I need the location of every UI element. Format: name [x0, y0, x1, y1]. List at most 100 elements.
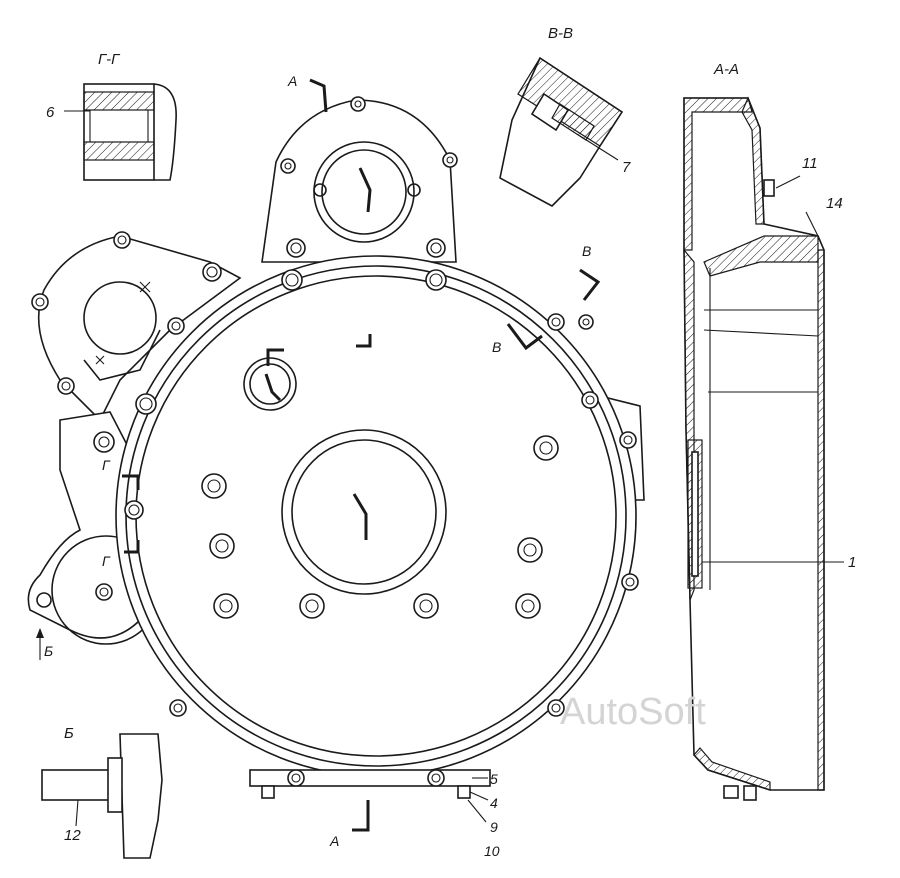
callout-4: 4: [490, 795, 498, 811]
callout-6: 6: [46, 104, 55, 121]
corner-mark: [356, 334, 372, 348]
view-b-title: Б: [64, 725, 74, 742]
callout-14: 14: [826, 195, 843, 212]
bolt-hole-inner: [215, 539, 229, 553]
bottom-bolt: [261, 785, 275, 799]
bolt-hole-inner: [419, 599, 433, 613]
bolt-hole: [95, 583, 113, 601]
bolt-hole: [621, 573, 639, 591]
view-b-wall: [119, 733, 163, 859]
corner-mark: [266, 348, 284, 366]
bolt-hole: [31, 293, 49, 311]
bolt-hole: [442, 152, 458, 168]
view-b-arrow-head: [36, 628, 44, 638]
bolt-hole: [286, 238, 306, 258]
view-b-collar: [107, 757, 123, 813]
leader-line-4: [469, 791, 489, 801]
section-a-wall-bottom: [693, 747, 771, 791]
callout-11: 11: [802, 155, 818, 172]
section-a-view: А-А 11 14 1: [683, 61, 856, 801]
top-lobe-bore-inner: [321, 149, 407, 235]
bolt-hole: [427, 769, 445, 787]
bolt-hole-inner: [429, 273, 443, 287]
bolt-hole-inner: [207, 479, 221, 493]
leader-line-7: [579, 135, 619, 161]
bolt-hole-inner: [291, 773, 301, 783]
main-flange-ring: [125, 265, 627, 767]
bolt-hole: [201, 473, 227, 499]
bolt-hole-inner: [539, 441, 553, 455]
section-a-bolt: [743, 785, 757, 801]
bolt-hole-inner: [625, 577, 635, 587]
section-a-cut-bottom: [352, 800, 370, 832]
housing-front-view: А А В В Г Г Б 5 4 9 10: [27, 73, 645, 859]
section-g-break-edge: [153, 83, 177, 181]
bolt-hole: [280, 158, 296, 174]
callout-12: 12: [64, 827, 81, 844]
callout-1: 1: [848, 554, 856, 571]
bolt-hole: [113, 231, 131, 249]
leader-line-12: [75, 799, 79, 827]
bolt-hole-inner: [582, 318, 590, 326]
section-a-stud: [763, 179, 775, 197]
center-bore-outer: [281, 429, 447, 595]
bolt-hole-inner: [139, 397, 153, 411]
hole: [313, 183, 327, 197]
leader-line-11: [775, 175, 801, 189]
section-g-cut-bottom: [124, 540, 140, 554]
bolt-hole-inner: [128, 504, 140, 516]
bolt-hole: [517, 537, 543, 563]
bolt-hole: [581, 391, 599, 409]
hole: [36, 592, 52, 608]
bolt-hole: [515, 593, 541, 619]
bolt-hole-inner: [354, 100, 362, 108]
bolt-hole-inner: [446, 156, 454, 164]
bottom-foot: [249, 769, 491, 787]
section-g-view: Г-Г 6: [46, 51, 177, 181]
marker-a-bottom: А: [329, 833, 339, 849]
mark-x: [95, 355, 105, 365]
main-flange-outer: [115, 255, 637, 777]
bottom-bolt: [457, 785, 471, 799]
callout-7: 7: [622, 159, 631, 176]
section-g-hatch-top: [83, 91, 155, 111]
bolt-hole-inner: [430, 242, 442, 254]
break-mark: [264, 373, 282, 402]
callout-9: 9: [490, 819, 498, 835]
left-lobe-bore: [83, 281, 157, 355]
bolt-hole: [299, 593, 325, 619]
section-a-cut-top: [309, 78, 328, 113]
callout-5: 5: [490, 771, 498, 787]
bolt-hole-inner: [305, 599, 319, 613]
bolt-hole-inner: [585, 395, 595, 405]
bolt-hole-inner: [290, 242, 302, 254]
bolt-hole: [124, 500, 144, 520]
section-a-bolt: [723, 785, 739, 799]
bolt-hole: [578, 314, 594, 330]
section-v-cut-bottom: [506, 323, 543, 351]
break-mark: [352, 493, 368, 540]
section-a-seal-core: [691, 451, 699, 577]
bolt-hole-inner: [219, 599, 233, 613]
marker-b: Б: [44, 643, 53, 659]
break-mark: [358, 167, 372, 213]
callout-10: 10: [484, 843, 500, 859]
bolt-hole-inner: [285, 273, 299, 287]
top-lobe: [261, 99, 457, 263]
bolt-hole: [57, 377, 75, 395]
bolt-hole: [209, 533, 235, 559]
bolt-hole-inner: [98, 436, 110, 448]
mark-x: [139, 281, 151, 293]
bolt-hole: [93, 431, 115, 453]
bolt-hole: [533, 435, 559, 461]
bolt-hole-inner: [206, 266, 218, 278]
bolt-hole-inner: [35, 297, 45, 307]
bolt-hole: [350, 96, 366, 112]
center-bore-inner: [291, 439, 437, 585]
section-a-wall-right: [817, 249, 825, 791]
leader-line-9: [467, 799, 487, 823]
section-g-title: Г-Г: [98, 51, 121, 68]
marker-v-bottom: В: [492, 339, 501, 355]
section-a-title: А-А: [713, 61, 739, 78]
